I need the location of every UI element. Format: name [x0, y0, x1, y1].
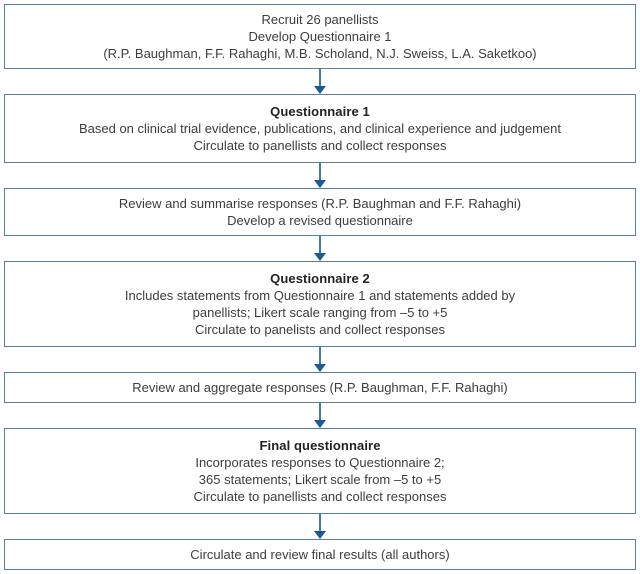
down-arrow-head-icon: [314, 86, 326, 94]
down-arrow-stem: [319, 403, 321, 420]
flow-box-questionnaire-1: Questionnaire 1 Based on clinical trial …: [4, 94, 636, 163]
flow-box-text-line: Review and aggregate responses (R.P. Bau…: [132, 380, 508, 395]
flow-box-final-questionnaire: Final questionnaire Incorporates respons…: [4, 428, 636, 514]
down-arrow-stem: [319, 163, 321, 180]
flow-box-title: Final questionnaire: [259, 438, 381, 453]
flow-box-recruit-panellists: Recruit 26 panellists Develop Questionna…: [4, 4, 636, 69]
down-arrow-head-icon: [314, 420, 326, 428]
flow-box-text-line: Recruit 26 panellists: [261, 12, 379, 27]
down-arrow: [4, 236, 636, 261]
down-arrow-head-icon: [314, 180, 326, 188]
flow-box-text-line: Develop a revised questionnaire: [227, 213, 413, 228]
flow-box-text-line: Circulate to panellists and collect resp…: [193, 138, 447, 153]
down-arrow-stem: [319, 347, 321, 364]
flow-box-text-line: 365 statements; Likert scale from –5 to …: [198, 472, 442, 487]
down-arrow-head-icon: [314, 531, 326, 539]
down-arrow: [4, 347, 636, 372]
down-arrow: [4, 69, 636, 94]
flow-box-review-summarise: Review and summarise responses (R.P. Bau…: [4, 188, 636, 236]
down-arrow-head-icon: [314, 364, 326, 372]
down-arrow: [4, 163, 636, 188]
flow-box-text-line: Review and summarise responses (R.P. Bau…: [118, 196, 522, 211]
down-arrow-stem: [319, 236, 321, 253]
flow-box-title: Questionnaire 1: [270, 104, 370, 119]
down-arrow-stem: [319, 69, 321, 86]
flow-box-text-line: Based on clinical trial evidence, public…: [78, 121, 561, 136]
flow-box-text-line: Develop Questionnaire 1: [248, 29, 392, 44]
down-arrow: [4, 514, 636, 539]
flow-box-title: Questionnaire 2: [270, 271, 370, 286]
flow-box-text-line: Includes statements from Questionnaire 1…: [124, 288, 516, 303]
flow-box-text-line: Circulate to panelists and collect respo…: [194, 322, 446, 337]
flow-box-questionnaire-2: Questionnaire 2 Includes statements from…: [4, 261, 636, 347]
flow-box-text-line: (R.P. Baughman, F.F. Rahaghi, M.B. Schol…: [103, 46, 537, 61]
flow-box-review-aggregate: Review and aggregate responses (R.P. Bau…: [4, 372, 636, 403]
flow-box-final-results: Circulate and review final results (all …: [4, 539, 636, 570]
flow-box-text-line: Circulate and review final results (all …: [190, 547, 450, 562]
flow-box-text-line: Incorporates responses to Questionnaire …: [195, 455, 445, 470]
down-arrow: [4, 403, 636, 428]
flow-box-text-line: Circulate to panellists and collect resp…: [193, 489, 447, 504]
down-arrow-head-icon: [314, 253, 326, 261]
flow-box-text-line: panellists; Likert scale ranging from –5…: [192, 305, 448, 320]
down-arrow-stem: [319, 514, 321, 531]
